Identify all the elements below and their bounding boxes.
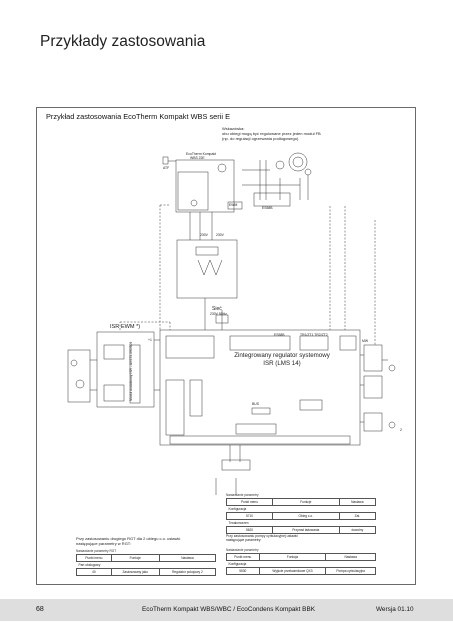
section-title: Przykład zastosowania EcoTherm Kompakt W… [46, 112, 231, 121]
page-title: Przykłady zastosowania [40, 33, 206, 50]
voltage-label: 230V [216, 233, 224, 237]
note-line: następujące parametry: [226, 538, 262, 542]
plus-label: +1 [148, 338, 152, 342]
code-label: ES58B [274, 333, 285, 337]
mains-sub: 230V 50Hz [210, 312, 227, 316]
footer-version: Wersja 01.10 [376, 606, 414, 613]
code-label: ES58B [262, 206, 273, 210]
note-title: Wskazówka: [222, 126, 245, 131]
two-label: 2 [400, 428, 402, 432]
boiler-model: WBS 22E [190, 156, 205, 160]
bus-label: BUS [252, 402, 259, 406]
table-header: Nastawianie parametry RGT [76, 549, 117, 553]
isr-ewm-label: ISR EWM *) [110, 324, 141, 330]
atf-label: ATF [163, 166, 170, 170]
note-line: Przy zastosowaniu drugiego RGT dla 2 obi… [76, 536, 181, 541]
voltage-label: 230V [200, 233, 208, 237]
regulator-title: Zintegrowany regulator systemowy ISR (LM… [234, 352, 330, 367]
qx-label: TR1/ZT1 TR2/ZT2 [300, 333, 328, 337]
table-header: Nastawianie parametry [226, 493, 259, 497]
note-line: obu obiegi mogą być regulowane przez jed… [222, 131, 321, 136]
table-header: Nastawianie parametry [226, 548, 259, 552]
mains-label: Sieć [212, 306, 222, 312]
diagram-frame [36, 107, 416, 585]
note-line: następujące parametry w RGT: [76, 541, 131, 546]
ewm-label: EWM [229, 203, 238, 207]
note-line: Przy zastosowaniu pompy cyrkulacyjnej us… [226, 534, 298, 538]
boiler-label: EcoTherm Kompakt [186, 152, 216, 156]
boiler-unit [175, 159, 235, 213]
module-label: Moduł dodatkowy ISR - AVS75.390/309 [129, 341, 133, 401]
footer-title: EcoTherm Kompakt WBS/WBC / EcoCondens Ko… [142, 606, 315, 613]
isr-regulator [159, 329, 361, 446]
mw-label: MW [362, 339, 369, 343]
page-number: 68 [36, 606, 44, 613]
note-line: (np. do regulacji ogrzewania podłogowego… [222, 136, 299, 141]
footer-bar: 68 EcoTherm Kompakt WBS/WBC / EcoCondens… [0, 599, 453, 621]
isr-ewm-module [96, 331, 155, 408]
